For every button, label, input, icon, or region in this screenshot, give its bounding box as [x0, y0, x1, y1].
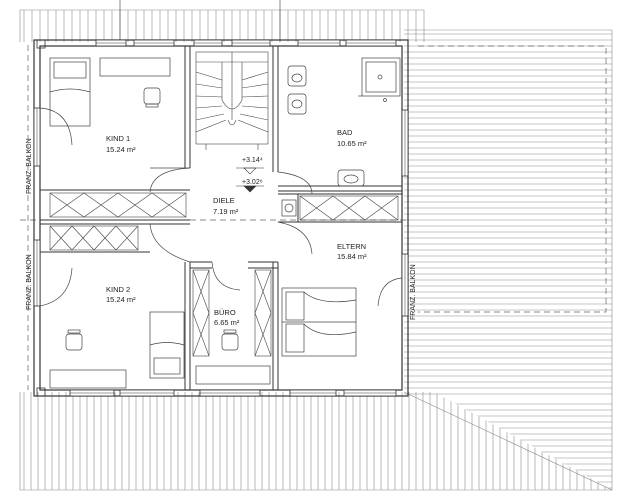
room-name-buro: BÜRO — [214, 308, 236, 317]
wardrobes — [49, 192, 399, 357]
balcony-label-left-top: FRANZ. BALKON — [26, 138, 33, 194]
room-area-eltern: 15.84 m² — [337, 252, 367, 261]
room-name-bad: BAD — [337, 128, 353, 137]
room-area-diele: 7.19 m² — [213, 207, 239, 216]
level-lower: +3.02⁶ — [242, 179, 263, 186]
balcony-label-left-bottom: FRANZ. BALKON — [26, 254, 33, 310]
room-area-buro: 6.65 m² — [214, 318, 240, 327]
roof-right — [404, 29, 613, 400]
staircase — [195, 51, 269, 150]
roof-top — [19, 9, 425, 42]
guide-lines — [20, 45, 607, 390]
furniture — [49, 57, 357, 389]
room-name-diele: DIELE — [213, 196, 235, 205]
room-name-eltern: ELTERN — [337, 242, 367, 251]
level-markers — [236, 167, 264, 193]
room-name-kind2: KIND 2 — [106, 285, 131, 294]
bath-fixtures — [287, 57, 401, 187]
roof-bottom — [19, 391, 613, 491]
door-swings — [39, 107, 403, 307]
level-upper: +3.14⁴ — [242, 157, 263, 164]
room-area-kind2: 15.24 m² — [106, 295, 136, 304]
interior-walls — [40, 46, 402, 390]
room-area-bad: 10.65 m² — [337, 139, 367, 148]
balcony-label-right: FRANZ. BALKON — [410, 264, 417, 320]
room-area-kind1: 15.24 m² — [106, 145, 136, 154]
room-name-kind1: KIND 1 — [106, 134, 131, 143]
